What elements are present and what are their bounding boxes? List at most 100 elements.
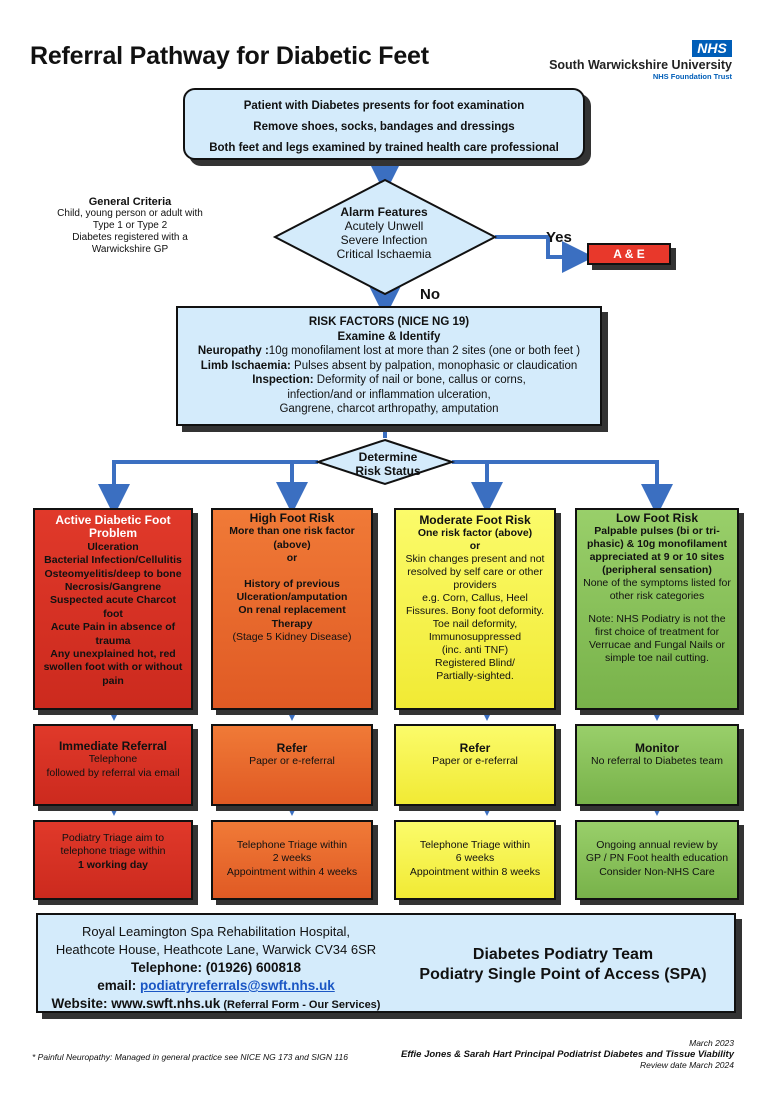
active-line: Acute Pain in absence of trauma — [50, 621, 176, 647]
criteria-line: Warwickshire GP — [91, 244, 169, 255]
high-triage-line: Telephone Triage within — [236, 839, 348, 851]
active-line: Necrosis/Gangrene — [64, 581, 162, 594]
email-line: email: podiatryreferrals@swft.nhs.uk — [46, 977, 386, 995]
alarm-line: Severe Infection — [340, 233, 428, 247]
moderate-body: e.g. Corn, Callus, Heel Fissures. Bony f… — [405, 592, 545, 617]
moderate-triage-line: Telephone Triage within — [419, 839, 531, 851]
alarm-features: Alarm Features Acutely Unwell Severe Inf… — [296, 205, 472, 261]
high-action-text: Paper or e-referral — [249, 755, 335, 768]
connector-mod-2 — [483, 808, 491, 816]
email-label: email: — [97, 978, 141, 993]
moderate-body: (inc. anti TNF) — [441, 644, 509, 656]
address-line-2: Heathcote House, Heathcote Lane, Warwick… — [55, 942, 377, 957]
email-link[interactable]: podiatryreferrals@swft.nhs.uk — [140, 978, 335, 993]
ischaemia-line: Limb Ischaemia: Pulses absent by palpati… — [178, 359, 600, 374]
neuropathy-text: 10g monofilament lost at more than 2 sit… — [268, 345, 581, 357]
high-triage-line: Appointment within 4 weeks — [226, 865, 358, 878]
active-triage-box: Podiatry Triage aim to telephone triage … — [33, 820, 193, 900]
criteria-heading: General Criteria — [88, 196, 172, 208]
low-bold-text: Palpable pulses (bi or tri-phasic) & 10g… — [586, 525, 728, 576]
moderate-action-heading: Refer — [459, 741, 491, 755]
alarm-heading: Alarm Features — [340, 205, 428, 219]
low-text-1: None of the symptoms listed for other ri… — [583, 577, 731, 602]
active-line: Osteomyelitis/deep to bone — [44, 567, 182, 580]
criteria-line: Diabetes registered with a — [72, 232, 188, 243]
low-triage-line: GP / PN Foot health education — [585, 852, 729, 865]
criteria-line: Type 1 or Type 2 — [92, 220, 168, 231]
ischaemia-text: Pulses absent by palpation, monophasic o… — [290, 359, 578, 372]
connector-active-1 — [110, 713, 118, 721]
moderate-risk-box: Moderate Foot Risk One risk factor (abov… — [394, 508, 556, 710]
active-line: Suspected acute Charcot foot — [49, 594, 177, 620]
credits-authors: Effie Jones & Sarah Hart Principal Podia… — [401, 1049, 734, 1060]
low-risk-box: Low Foot Risk Palpable pulses (bi or tri… — [575, 508, 739, 710]
high-line-4: (Stage 5 Kidney Disease) — [232, 631, 352, 644]
contact-details: Royal Leamington Spa Rehabilitation Hosp… — [46, 923, 386, 1014]
active-heading: Active Diabetic Foot Problem — [55, 513, 171, 541]
alarm-line: Critical Ischaemia — [336, 247, 432, 261]
telephone: Telephone: (01926) 600818 — [130, 960, 302, 975]
determine-diamond — [314, 438, 456, 486]
active-line: Bacterial Infection/Cellulitis — [44, 554, 182, 567]
moderate-line-1: One risk factor (above) — [417, 527, 533, 539]
moderate-body: Toe nail deformity, — [432, 618, 518, 630]
high-triage-line: 2 weeks — [272, 852, 312, 865]
neuropathy-label: Neuropathy : — [197, 345, 269, 357]
high-line-3: On renal replacement Therapy — [238, 604, 346, 630]
risk-factors-box: RISK FACTORS (NICE NG 19) Examine & Iden… — [176, 306, 602, 426]
presentation-line-3: Both feet and legs examined by trained h… — [209, 142, 559, 154]
presentation-box: Patient with Diabetes presents for foot … — [183, 88, 585, 160]
determine-risk-status: Determine Risk Status — [338, 450, 438, 478]
general-criteria: General Criteria Child, young person or … — [30, 196, 230, 256]
org-logo-text: South Warwickshire University NHS Founda… — [549, 58, 732, 81]
active-action-box: Immediate Referral Telephone followed by… — [33, 724, 193, 806]
website-line: Website: www.swft.nhs.uk (Referral Form … — [46, 995, 386, 1014]
presentation-line-1: Patient with Diabetes presents for foot … — [243, 100, 525, 112]
moderate-triage-line: Appointment within 8 weeks — [409, 865, 541, 878]
team-title: Diabetes Podiatry Team Podiatry Single P… — [388, 945, 738, 985]
arrow-to-low — [452, 460, 673, 516]
moderate-or: or — [469, 540, 481, 552]
high-line-1: More than one risk factor (above) — [229, 525, 355, 551]
active-action-heading: Immediate Referral — [58, 739, 168, 753]
moderate-action-box: Refer Paper or e-referral — [394, 724, 556, 806]
org-name: South Warwickshire University — [549, 58, 732, 72]
connector-high-2 — [288, 808, 296, 816]
active-line: Any unexplained hot, red swollen foot wi… — [43, 648, 183, 687]
credits: March 2023 Effie Jones & Sarah Hart Prin… — [401, 1038, 734, 1071]
low-heading: Low Foot Risk — [616, 511, 698, 525]
high-action-box: Refer Paper or e-referral — [211, 724, 373, 806]
arrow-to-active — [98, 460, 318, 516]
ae-box: A & E — [587, 243, 671, 265]
moderate-body: Partially-sighted. — [436, 670, 514, 682]
neuropathy-line: Neuropathy :10g monofilament lost at mor… — [178, 344, 600, 359]
no-label: No — [420, 286, 440, 303]
arrow-to-ae — [495, 235, 594, 273]
team-name: Diabetes Podiatry Team — [472, 946, 654, 963]
spa-name: Podiatry Single Point of Access (SPA) — [419, 966, 707, 983]
website[interactable]: Website: www.swft.nhs.uk — [51, 996, 221, 1011]
low-triage-line: Consider Non-NHS Care — [599, 865, 715, 878]
connector-high-1 — [288, 713, 296, 721]
presentation-line-2: Remove shoes, socks, bandages and dressi… — [253, 121, 515, 133]
moderate-body: Skin changes present and not resolved by… — [405, 553, 545, 591]
low-action-box: Monitor No referral to Diabetes team — [575, 724, 739, 806]
active-action-line: Telephone — [88, 753, 138, 766]
inspection-text: Deformity of nail or bone, callus or cor… — [313, 374, 526, 386]
connector-low-2 — [653, 808, 661, 816]
active-action-line: followed by referral via email — [46, 766, 180, 779]
website-note: (Referral Form - Our Services) — [220, 999, 381, 1011]
moderate-triage-line: 6 weeks — [455, 852, 495, 865]
high-or: or — [286, 552, 298, 565]
active-triage-text: Podiatry Triage aim to telephone triage … — [60, 832, 166, 858]
inspection-line-3: Gangrene, charcot arthropathy, amputatio… — [279, 403, 499, 415]
risk-subheading: Examine & Identify — [337, 330, 441, 343]
risk-heading: RISK FACTORS (NICE NG 19) — [308, 316, 470, 328]
determine-line-1: Determine — [358, 450, 418, 464]
active-problem-box: Active Diabetic Foot Problem Ulceration … — [33, 508, 193, 710]
criteria-line: Child, young person or adult with — [57, 208, 203, 219]
alarm-diamond — [272, 178, 498, 296]
yes-label: Yes — [546, 229, 572, 246]
connector-active-2 — [110, 808, 118, 816]
